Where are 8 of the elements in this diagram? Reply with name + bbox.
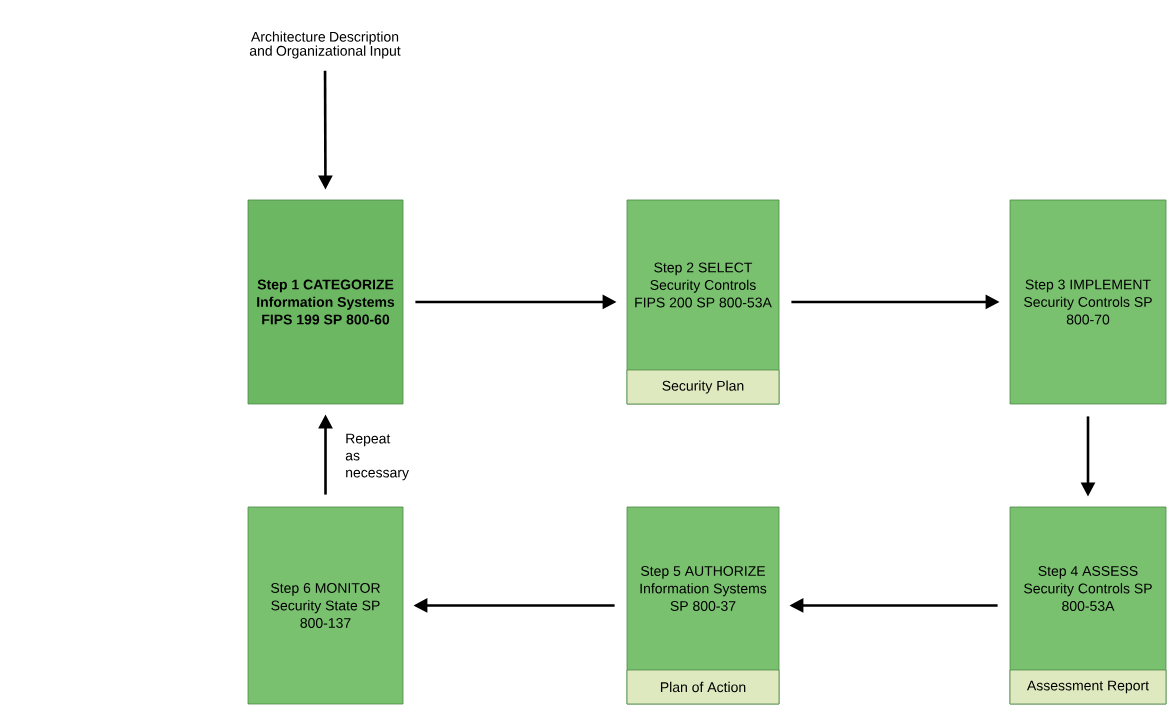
output-band: Security Plan [626, 369, 780, 405]
step-box: Step 6 MONITOR Security State SP 800-137 [247, 506, 404, 705]
step-box: Step 1 CATEGORIZE Information Systems FIPS 199 SP 800-60 [247, 199, 404, 405]
step-box: Step 3 IMPLEMENT Security Controls SP 800-70 [1009, 199, 1167, 405]
input-text: Architecture Description and Organizational Input [249, 31, 401, 59]
note-text: Repeat as necessary [345, 433, 409, 481]
output-band: Plan of Action [626, 669, 780, 705]
output-band: Assessment Report [1009, 669, 1167, 705]
